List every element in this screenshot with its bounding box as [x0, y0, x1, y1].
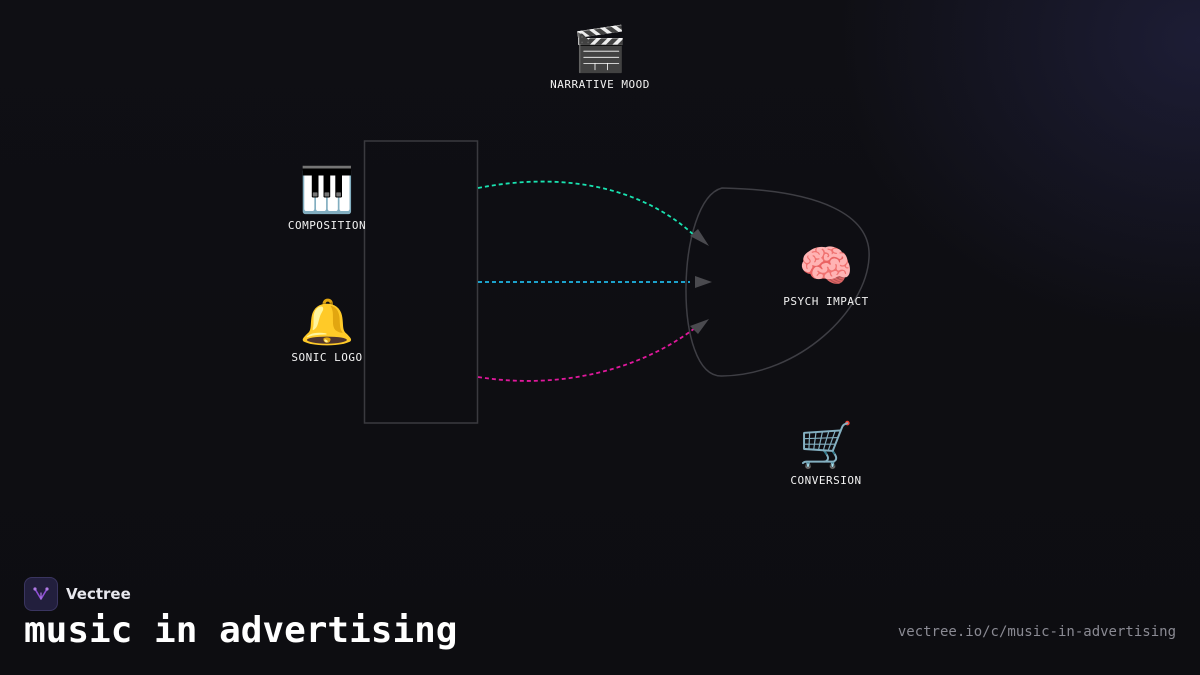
impact-region [685, 187, 870, 377]
shopping-cart-icon: 🛒 [798, 420, 854, 471]
node-psych-impact: 🧠 PSYCH IMPACT [783, 241, 868, 308]
arrowhead-bottom [690, 319, 709, 334]
arrowhead-top [690, 229, 709, 246]
brand: Vectree [24, 577, 131, 611]
node-label: NARRATIVE MOOD [550, 78, 650, 91]
vectree-logo-icon [24, 577, 58, 611]
arrowhead-middle [695, 276, 712, 288]
node-composition: 🎹 COMPOSITION [288, 165, 366, 232]
brand-name: Vectree [66, 585, 131, 603]
node-sonic-logo: 🔔 SONIC LOGO [291, 297, 362, 364]
page-title: music in advertising [24, 610, 458, 651]
source-box [363, 140, 479, 424]
node-label: SONIC LOGO [291, 351, 363, 364]
node-conversion: 🛒 CONVERSION [790, 420, 861, 487]
piano-keyboard-icon: 🎹 [299, 165, 355, 216]
bell-icon: 🔔 [299, 297, 355, 348]
page-url[interactable]: vectree.io/c/music-in-advertising [897, 624, 1176, 640]
node-narrative-mood: 🎬 NARRATIVE MOOD [550, 24, 650, 91]
connector-bottom [477, 327, 696, 382]
node-label: CONVERSION [790, 474, 862, 487]
node-label: PSYCH IMPACT [783, 295, 869, 308]
connector-top [477, 180, 696, 237]
node-label: COMPOSITION [287, 219, 367, 232]
brain-icon: 🧠 [798, 241, 854, 292]
clapperboard-icon: 🎬 [572, 24, 628, 75]
